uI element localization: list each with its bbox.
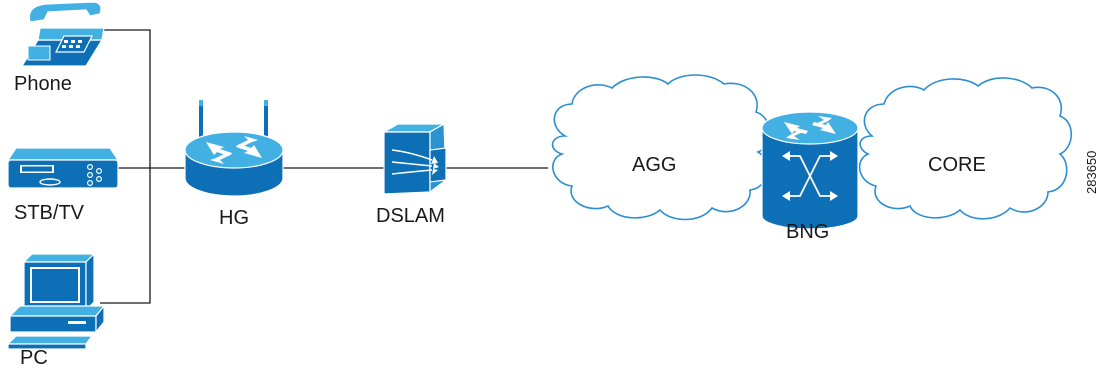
figure-id: 283650 [1084, 151, 1098, 194]
dslam-icon [381, 122, 447, 195]
set-top-box-icon [6, 147, 120, 189]
pc-icon [6, 252, 106, 350]
bng-label: BNG [786, 221, 829, 243]
wire-phone [100, 29, 151, 304]
wireless-router-icon [184, 100, 284, 197]
stb-label: STB/TV [14, 202, 85, 224]
agg-cloud-icon [551, 74, 771, 221]
agg-label: AGG [632, 154, 676, 176]
phone-icon [20, 1, 105, 67]
phone-label: Phone [14, 73, 72, 95]
dslam-label: DSLAM [376, 205, 445, 227]
pc-label: PC [20, 347, 48, 368]
router-switch-icon [761, 111, 859, 230]
core-label: CORE [928, 154, 986, 176]
core-cloud-icon [858, 77, 1073, 220]
hg-label: HG [219, 207, 249, 229]
connections [100, 29, 548, 304]
